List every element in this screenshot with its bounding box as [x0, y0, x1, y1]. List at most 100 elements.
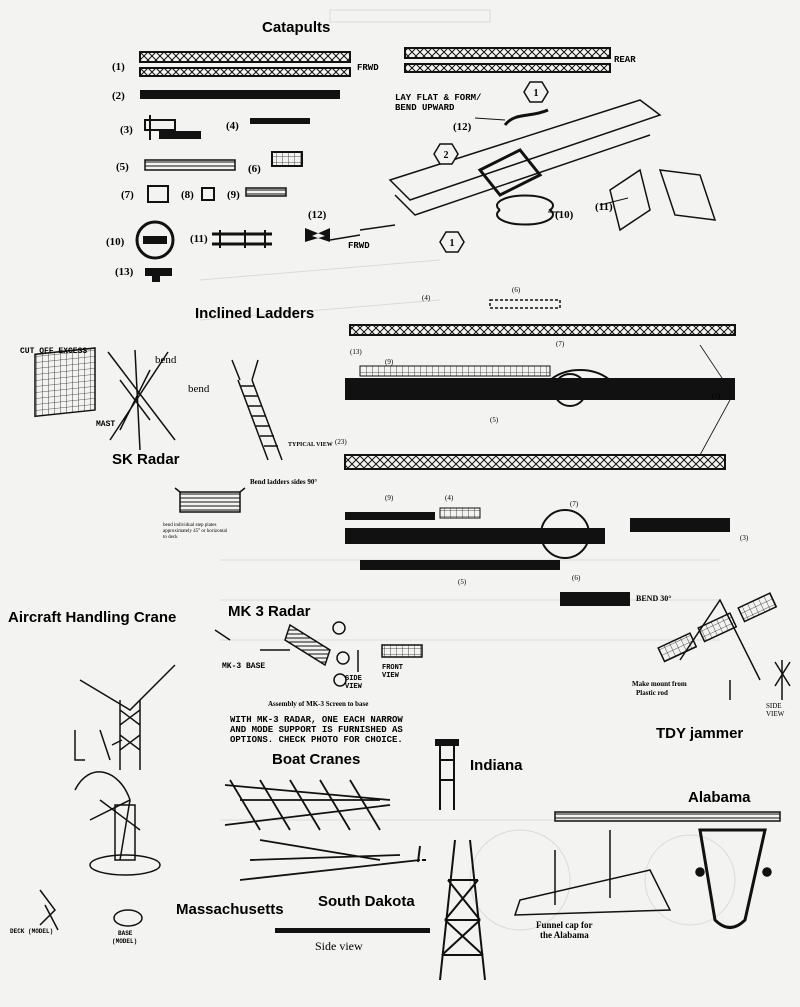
leader-lines — [699, 344, 731, 456]
catapult-4-part — [250, 118, 310, 124]
label-base-model-2: (MODEL) — [112, 938, 137, 945]
label-frwd: FRWD — [357, 63, 379, 73]
walkway-part-upper — [349, 299, 736, 336]
label-bend-mesh-3: to deck — [163, 535, 178, 540]
ladder-part-number: (7) — [556, 340, 565, 348]
heading-alabama: Alabama — [688, 789, 751, 806]
part-number: (12) — [308, 209, 327, 221]
label-typical-view: TYPICAL VIEW — [288, 442, 333, 448]
mk3-radar-drawing — [214, 621, 423, 687]
part-number: (13) — [115, 266, 134, 278]
ladder-part-number: (7) — [570, 500, 579, 508]
label-part-12: (12) — [453, 121, 472, 133]
heading-tdy-jammer: TDY jammer — [656, 725, 743, 742]
label-mast: MAST — [96, 420, 115, 429]
catapult-rear-part — [404, 47, 611, 73]
heading-indiana: Indiana — [470, 757, 523, 774]
label-rear: REAR — [614, 55, 636, 65]
part-number: (9) — [227, 189, 240, 201]
catapult-7-part — [147, 185, 169, 203]
inclined-ladder-drawing — [231, 359, 283, 461]
walkway-part-main — [345, 365, 735, 407]
ladder-part-number: (5) — [490, 416, 499, 424]
catapult-assembly-drawing — [329, 99, 717, 241]
label-mk3-base: MK-3 BASE — [222, 662, 265, 671]
hex-part-number: 1 — [534, 88, 539, 99]
catapult-11-part — [212, 230, 272, 248]
tdy-jammer-drawing — [657, 592, 791, 700]
heading-inclined-ladders: Inclined Ladders — [195, 305, 314, 322]
catapult-3-part — [144, 115, 201, 140]
label-bend-ladders: Bend ladders sides 90° — [250, 478, 317, 486]
heading-boat-cranes: Boat Cranes — [272, 751, 360, 768]
label-lay-flat: LAY FLAT & FORM/ — [395, 93, 481, 103]
ladder-part-number: (3) — [740, 534, 749, 542]
heading-massachusetts: Massachusetts — [176, 901, 284, 918]
boat-cranes-drawing — [224, 779, 421, 881]
label-part-11: (11) — [595, 201, 613, 213]
heading-catapults: Catapults — [262, 19, 330, 36]
catapult-5-part — [144, 159, 236, 171]
hex-part-number: 1 — [450, 238, 455, 249]
part-number: (7) — [121, 189, 134, 201]
catapult-9-part — [245, 187, 287, 197]
part-number: (8) — [181, 189, 194, 201]
south-dakota-tower — [439, 839, 486, 981]
part-number: (1) — [112, 61, 125, 73]
label-front-view: FRONT — [382, 664, 403, 672]
ladder-part-number: (6) — [572, 574, 581, 582]
ladder-part-number: (3) — [712, 392, 721, 400]
catapult-12-part — [305, 228, 330, 242]
walkway-part-lower — [344, 454, 726, 470]
ladder-part-number: (9) — [385, 494, 394, 502]
label-side-right: SIDE — [766, 702, 782, 710]
label-bend-2: bend — [188, 383, 210, 395]
alabama-drawing — [513, 811, 781, 929]
label-bend-mesh-2: approximately 45° or horizontal — [163, 529, 228, 534]
side-view-part — [275, 928, 430, 933]
heading-mk3-radar: MK 3 Radar — [228, 603, 311, 620]
part-number: (10) — [106, 236, 125, 248]
heading-sk-radar: SK Radar — [112, 451, 180, 468]
part-hexagon-markers — [433, 81, 549, 253]
catapult-1-part — [139, 51, 351, 77]
label-assembly-mk3: Assembly of MK-3 Screen to base — [268, 700, 368, 708]
sk-radar-screen — [34, 347, 96, 418]
heading-aircraft-crane: Aircraft Handling Crane — [8, 609, 176, 626]
mk3-note-line: AND MODE SUPPORT IS FURNISHED AS — [230, 725, 403, 735]
ladder-part-number: (4) — [445, 494, 454, 502]
label-deck-model: DECK (MODEL) — [10, 928, 53, 935]
catapult-8-part — [201, 187, 215, 201]
label-cut-off-excess: CUT OFF EXCESS — [20, 347, 87, 356]
label-bend-upward: BEND UPWARD — [395, 103, 455, 113]
part-number: (5) — [116, 161, 129, 173]
mk3-note-line: OPTIONS. CHECK PHOTO FOR CHOICE. — [230, 735, 403, 745]
label-side-view-2: VIEW — [345, 683, 363, 691]
label-bend-mesh: bend individual step plates — [163, 523, 217, 528]
label-bend-30: BEND 30° — [636, 594, 671, 603]
indiana-drawing — [417, 739, 459, 863]
label-side-view-bottom: Side view — [315, 939, 363, 953]
aircraft-crane-drawing — [39, 664, 176, 931]
heading-south-dakota: South Dakota — [318, 893, 415, 910]
label-make-mount-2: Plastic rod — [636, 689, 668, 697]
part-number: (3) — [120, 124, 133, 136]
mk3-note-line: WITH MK-3 RADAR, ONE EACH NARROW — [230, 715, 403, 725]
label-funnel-cap: Funnel cap for — [536, 920, 593, 930]
label-base-model: BASE — [118, 930, 133, 937]
label-bend: bend — [155, 354, 177, 366]
ladder-part-number: (5) — [458, 578, 467, 586]
label-part-10: (10) — [555, 209, 574, 221]
label-side-right-2: VIEW — [766, 710, 785, 718]
catapult-2-part — [140, 90, 340, 99]
walkway-part-second-set — [345, 507, 730, 606]
part-number: (2) — [112, 90, 125, 102]
ladder-part-number: (9) — [385, 358, 394, 366]
label-frwd-lower: FRWD — [348, 241, 370, 251]
ladder-part-number: (23) — [335, 438, 347, 446]
label-side-view: SIDE — [345, 675, 362, 683]
label-make-mount: Make mount from — [632, 680, 687, 688]
sk-radar-mast — [107, 349, 176, 451]
label-funnel-cap-2: the Alabama — [540, 930, 589, 940]
